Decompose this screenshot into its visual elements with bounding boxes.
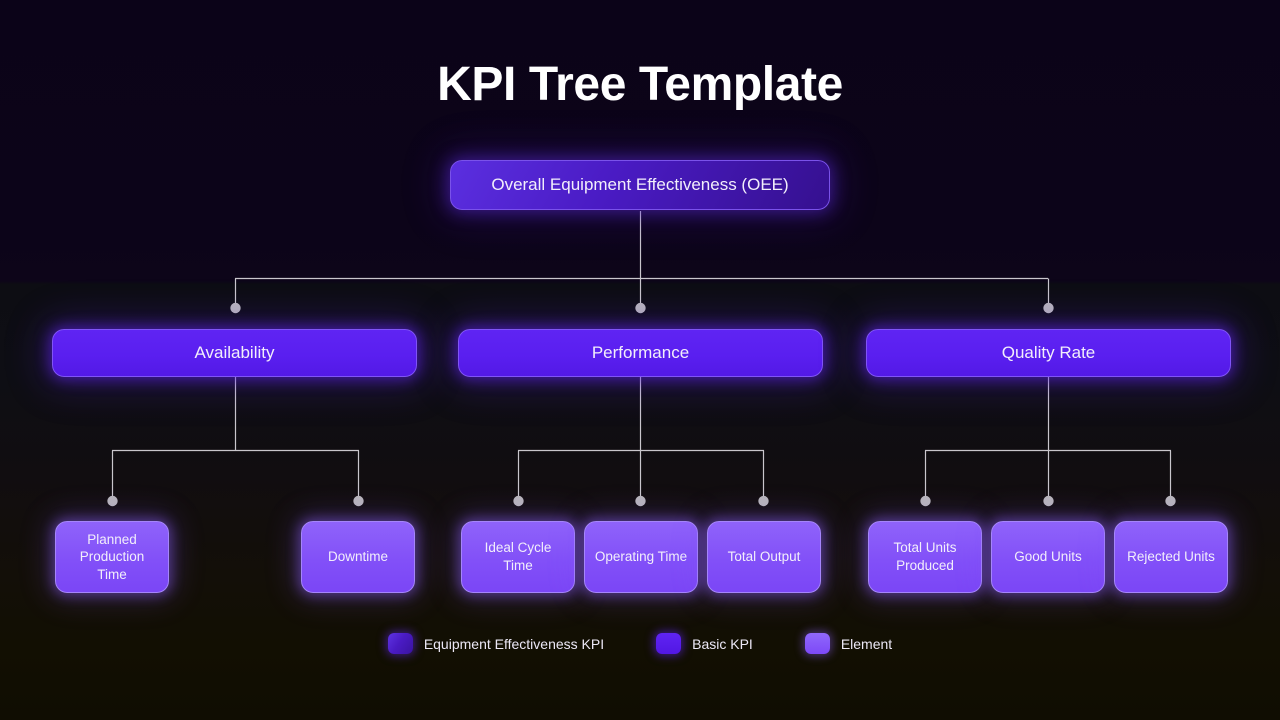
node-label: Planned Production Time bbox=[79, 531, 145, 582]
node-overall-equipment-effectiveness[interactable]: Overall Equipment Effectiveness (OEE) bbox=[450, 160, 830, 210]
node-label: Operating Time bbox=[594, 549, 688, 565]
node-planned-production-time[interactable]: Planned Production Time bbox=[55, 521, 169, 593]
legend-swatch-icon bbox=[804, 633, 830, 654]
legend-swatch-icon bbox=[656, 633, 682, 654]
node-total-units-produced[interactable]: Total Units Produced bbox=[868, 521, 982, 593]
legend-label: Element bbox=[840, 635, 893, 652]
node-label: Good Units bbox=[1014, 549, 1082, 565]
node-label: Availability bbox=[194, 342, 275, 362]
node-label: Total Output bbox=[727, 549, 801, 565]
node-good-units[interactable]: Good Units bbox=[991, 521, 1105, 593]
node-ideal-cycle-time[interactable]: Ideal Cycle Time bbox=[461, 521, 575, 593]
node-rejected-units[interactable]: Rejected Units bbox=[1114, 521, 1228, 593]
page-title: KPI Tree Template bbox=[437, 58, 843, 111]
node-downtime[interactable]: Downtime bbox=[301, 521, 415, 593]
node-total-output[interactable]: Total Output bbox=[707, 521, 821, 593]
node-label: Performance bbox=[591, 342, 690, 362]
legend-item-basic-kpi: Basic KPI bbox=[656, 633, 753, 654]
node-performance[interactable]: Performance bbox=[458, 329, 823, 377]
node-label: Overall Equipment Effectiveness (OEE) bbox=[491, 174, 789, 194]
legend-swatch-icon bbox=[387, 633, 413, 654]
node-label: Downtime bbox=[327, 549, 389, 565]
node-label: Quality Rate bbox=[1001, 342, 1096, 362]
legend-label: Basic KPI bbox=[692, 635, 753, 652]
legend-label: Equipment Effectiveness KPI bbox=[423, 635, 605, 652]
node-label: Ideal Cycle Time bbox=[484, 540, 552, 573]
node-label: Rejected Units bbox=[1127, 549, 1215, 565]
node-operating-time[interactable]: Operating Time bbox=[584, 521, 698, 593]
node-label: Total Units Produced bbox=[893, 540, 957, 573]
legend-item-element: Element bbox=[804, 633, 893, 654]
legend: Equipment Effectiveness KPI Basic KPI El… bbox=[0, 633, 1280, 654]
legend-item-equipment-effectiveness-kpi: Equipment Effectiveness KPI bbox=[387, 633, 605, 654]
node-availability[interactable]: Availability bbox=[52, 329, 417, 377]
node-quality-rate[interactable]: Quality Rate bbox=[866, 329, 1231, 377]
